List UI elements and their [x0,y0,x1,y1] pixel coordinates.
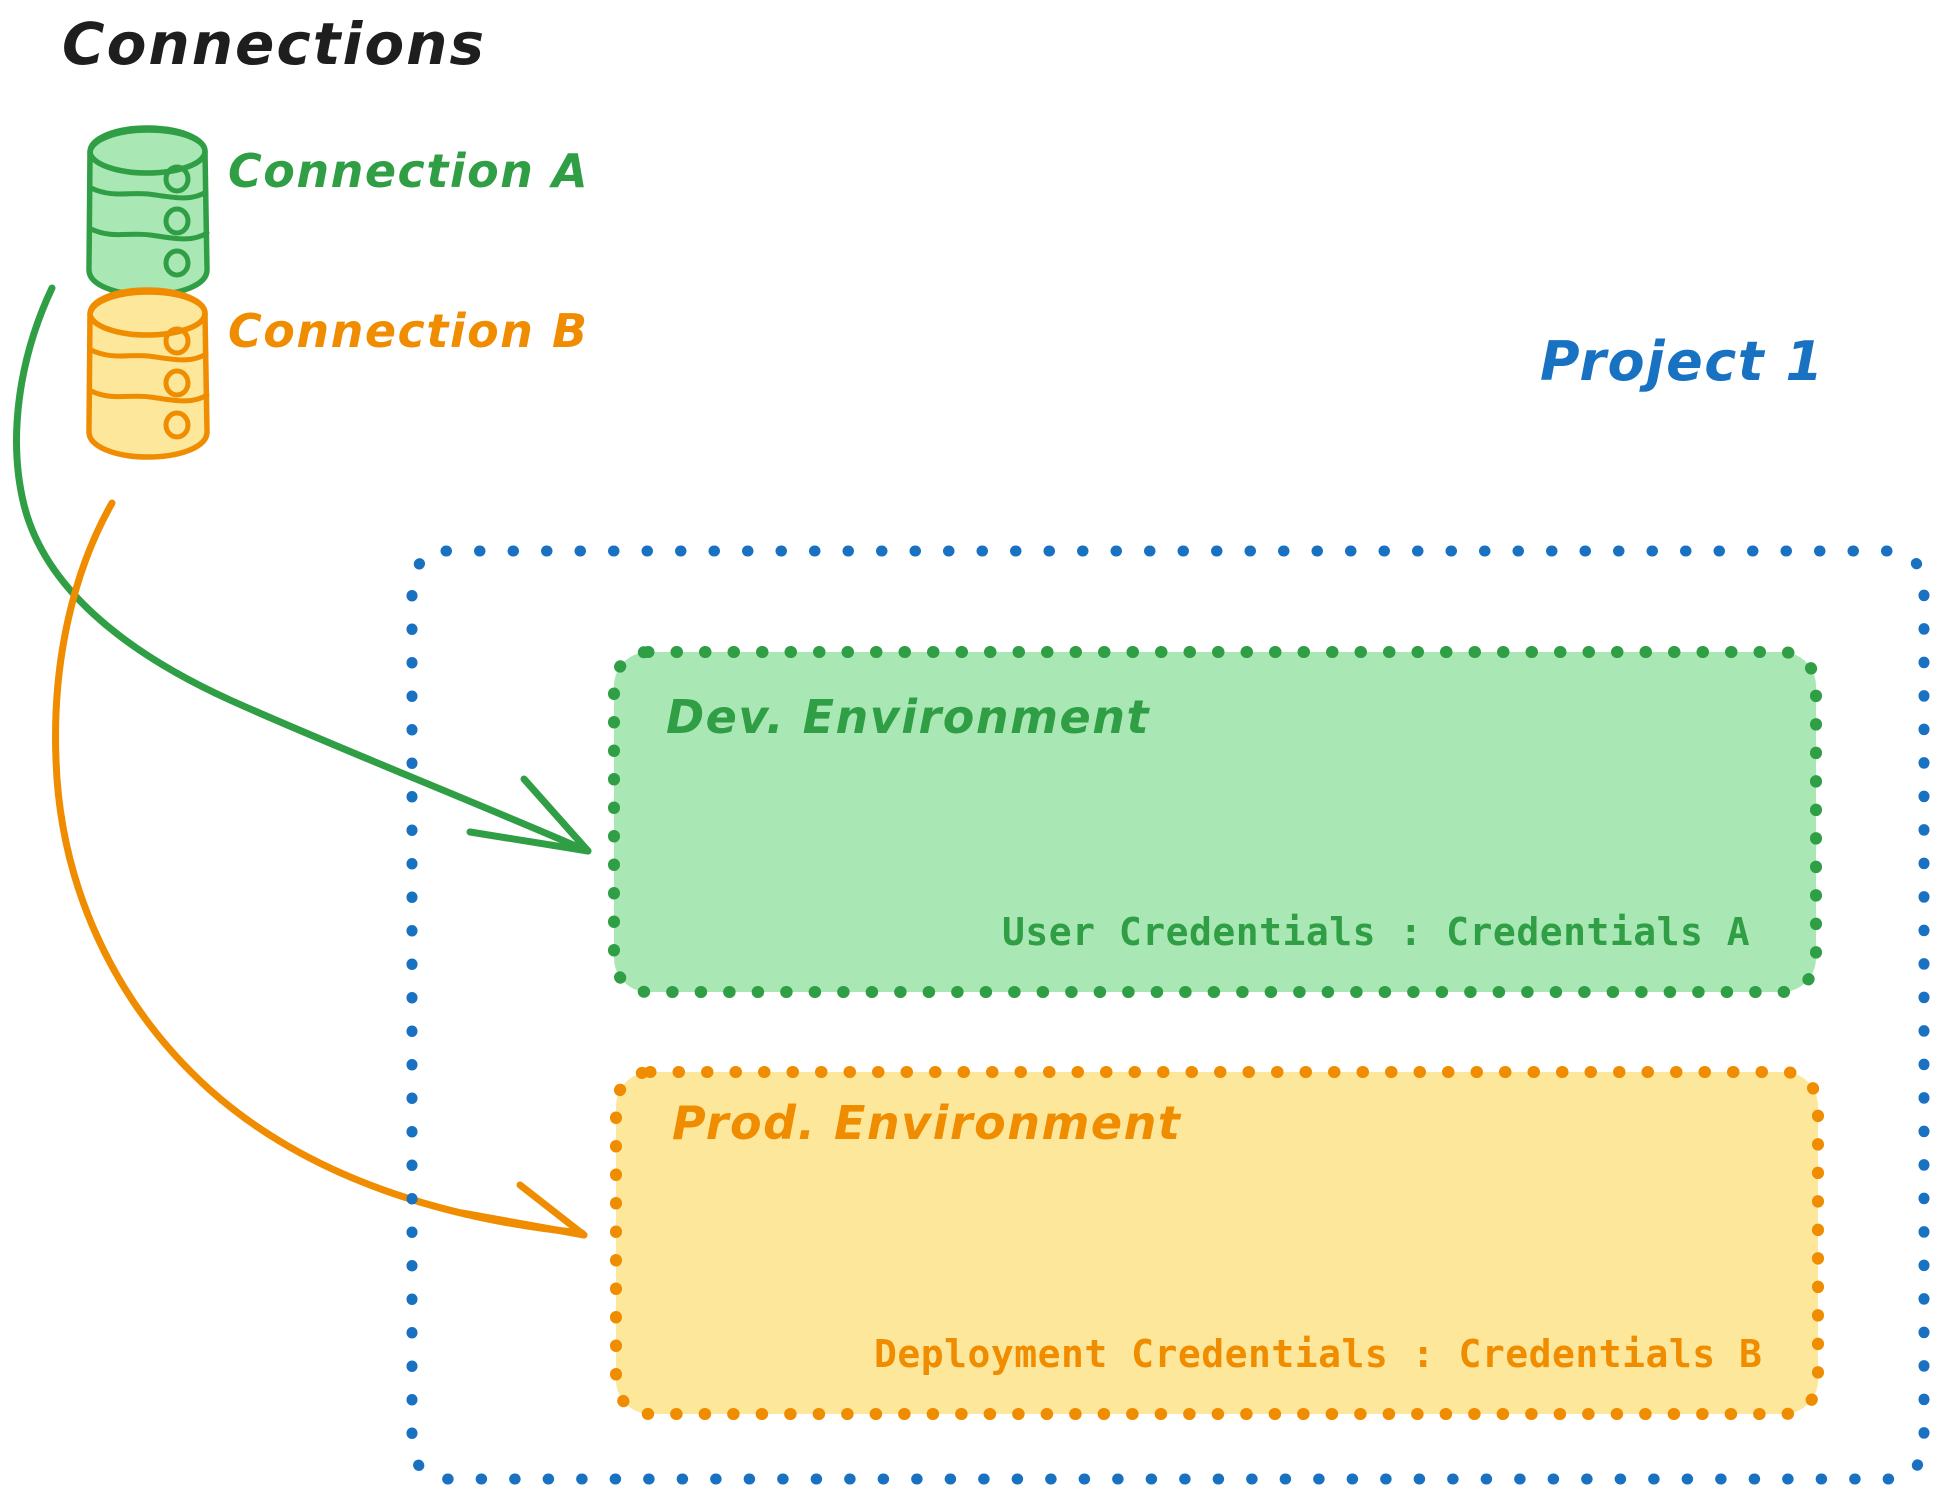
prod-environment-box[interactable] [610,1066,1824,1420]
prod-environment-title: Prod. Environment [672,1096,1182,1150]
dev-environment-credentials: User Credentials : Credentials A [1002,910,1751,954]
project-title-label: Project 1 [1540,330,1825,393]
database-cylinder-icon-connection-b[interactable] [86,287,210,460]
cylinder-a-light-1 [163,164,191,194]
cylinder-b-light-1 [163,326,191,356]
connection-b-label[interactable]: Connection B [228,304,589,358]
arrow-head-orange-upper [516,1181,588,1239]
cylinder-b-divider-2 [88,388,210,404]
cylinder-a-top-disk [87,127,208,176]
arrow-path-green [13,284,589,854]
arrow-head-green-lower [466,828,592,855]
dev-environment-box[interactable] [608,646,1822,998]
dev-environment-title: Dev. Environment [666,690,1150,744]
connection-a-label[interactable]: Connection A [228,144,590,198]
cylinder-a-light-2 [163,206,191,236]
cylinder-b-light-3 [163,410,191,440]
arrow-head-orange-lower [458,1209,588,1239]
page-title: Connections [62,10,486,78]
arrow-head-green-upper [520,775,592,855]
cylinder-b-light-2 [163,368,191,398]
cylinder-a-divider-2 [88,226,210,242]
cylinder-b-top-disk [87,289,208,338]
cylinder-a-divider-1 [88,185,209,201]
arrow-connection-a-to-dev [13,284,592,855]
cylinder-b-divider-1 [88,347,209,363]
database-cylinder-icon-connection-a[interactable] [86,125,210,298]
cylinder-a-light-3 [163,248,191,278]
prod-environment-credentials: Deployment Credentials : Credentials B [874,1332,1763,1376]
